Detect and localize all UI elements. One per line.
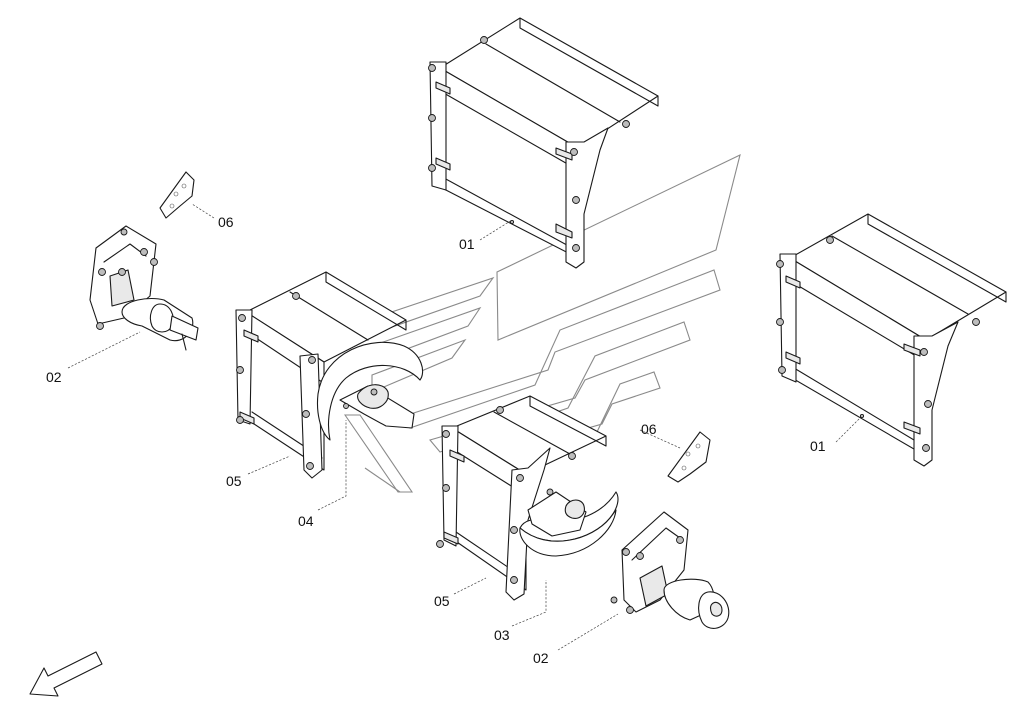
label-01-top: 01 [459, 236, 475, 252]
part-06-plate-top [159, 171, 195, 219]
label-01-right: 01 [810, 438, 826, 454]
label-04: 04 [298, 513, 314, 529]
part-labels: 01 01 02 02 03 04 05 05 06 06 [46, 214, 826, 666]
part-02-gearbox-bottom [610, 511, 730, 629]
part-05-frame-left [235, 271, 407, 479]
label-05-left: 05 [226, 473, 242, 489]
part-01-box-right [776, 213, 1007, 467]
part-05-frame-bottom [436, 395, 607, 601]
part-01-box-top [428, 17, 659, 269]
arrow-down-left-icon [29, 651, 103, 697]
label-06-top: 06 [218, 214, 234, 230]
watermark-logo [337, 153, 741, 493]
label-02-bottom: 02 [533, 650, 549, 666]
label-02-left: 02 [46, 369, 62, 385]
part-06-plate-right [667, 431, 711, 483]
part-04-disc [316, 341, 424, 441]
label-03: 03 [494, 627, 510, 643]
label-05-bottom: 05 [434, 593, 450, 609]
part-03-disc [519, 488, 619, 557]
part-02-gearbox-left [89, 225, 199, 351]
label-06-right: 06 [641, 421, 657, 437]
leader-lines [67, 203, 861, 651]
